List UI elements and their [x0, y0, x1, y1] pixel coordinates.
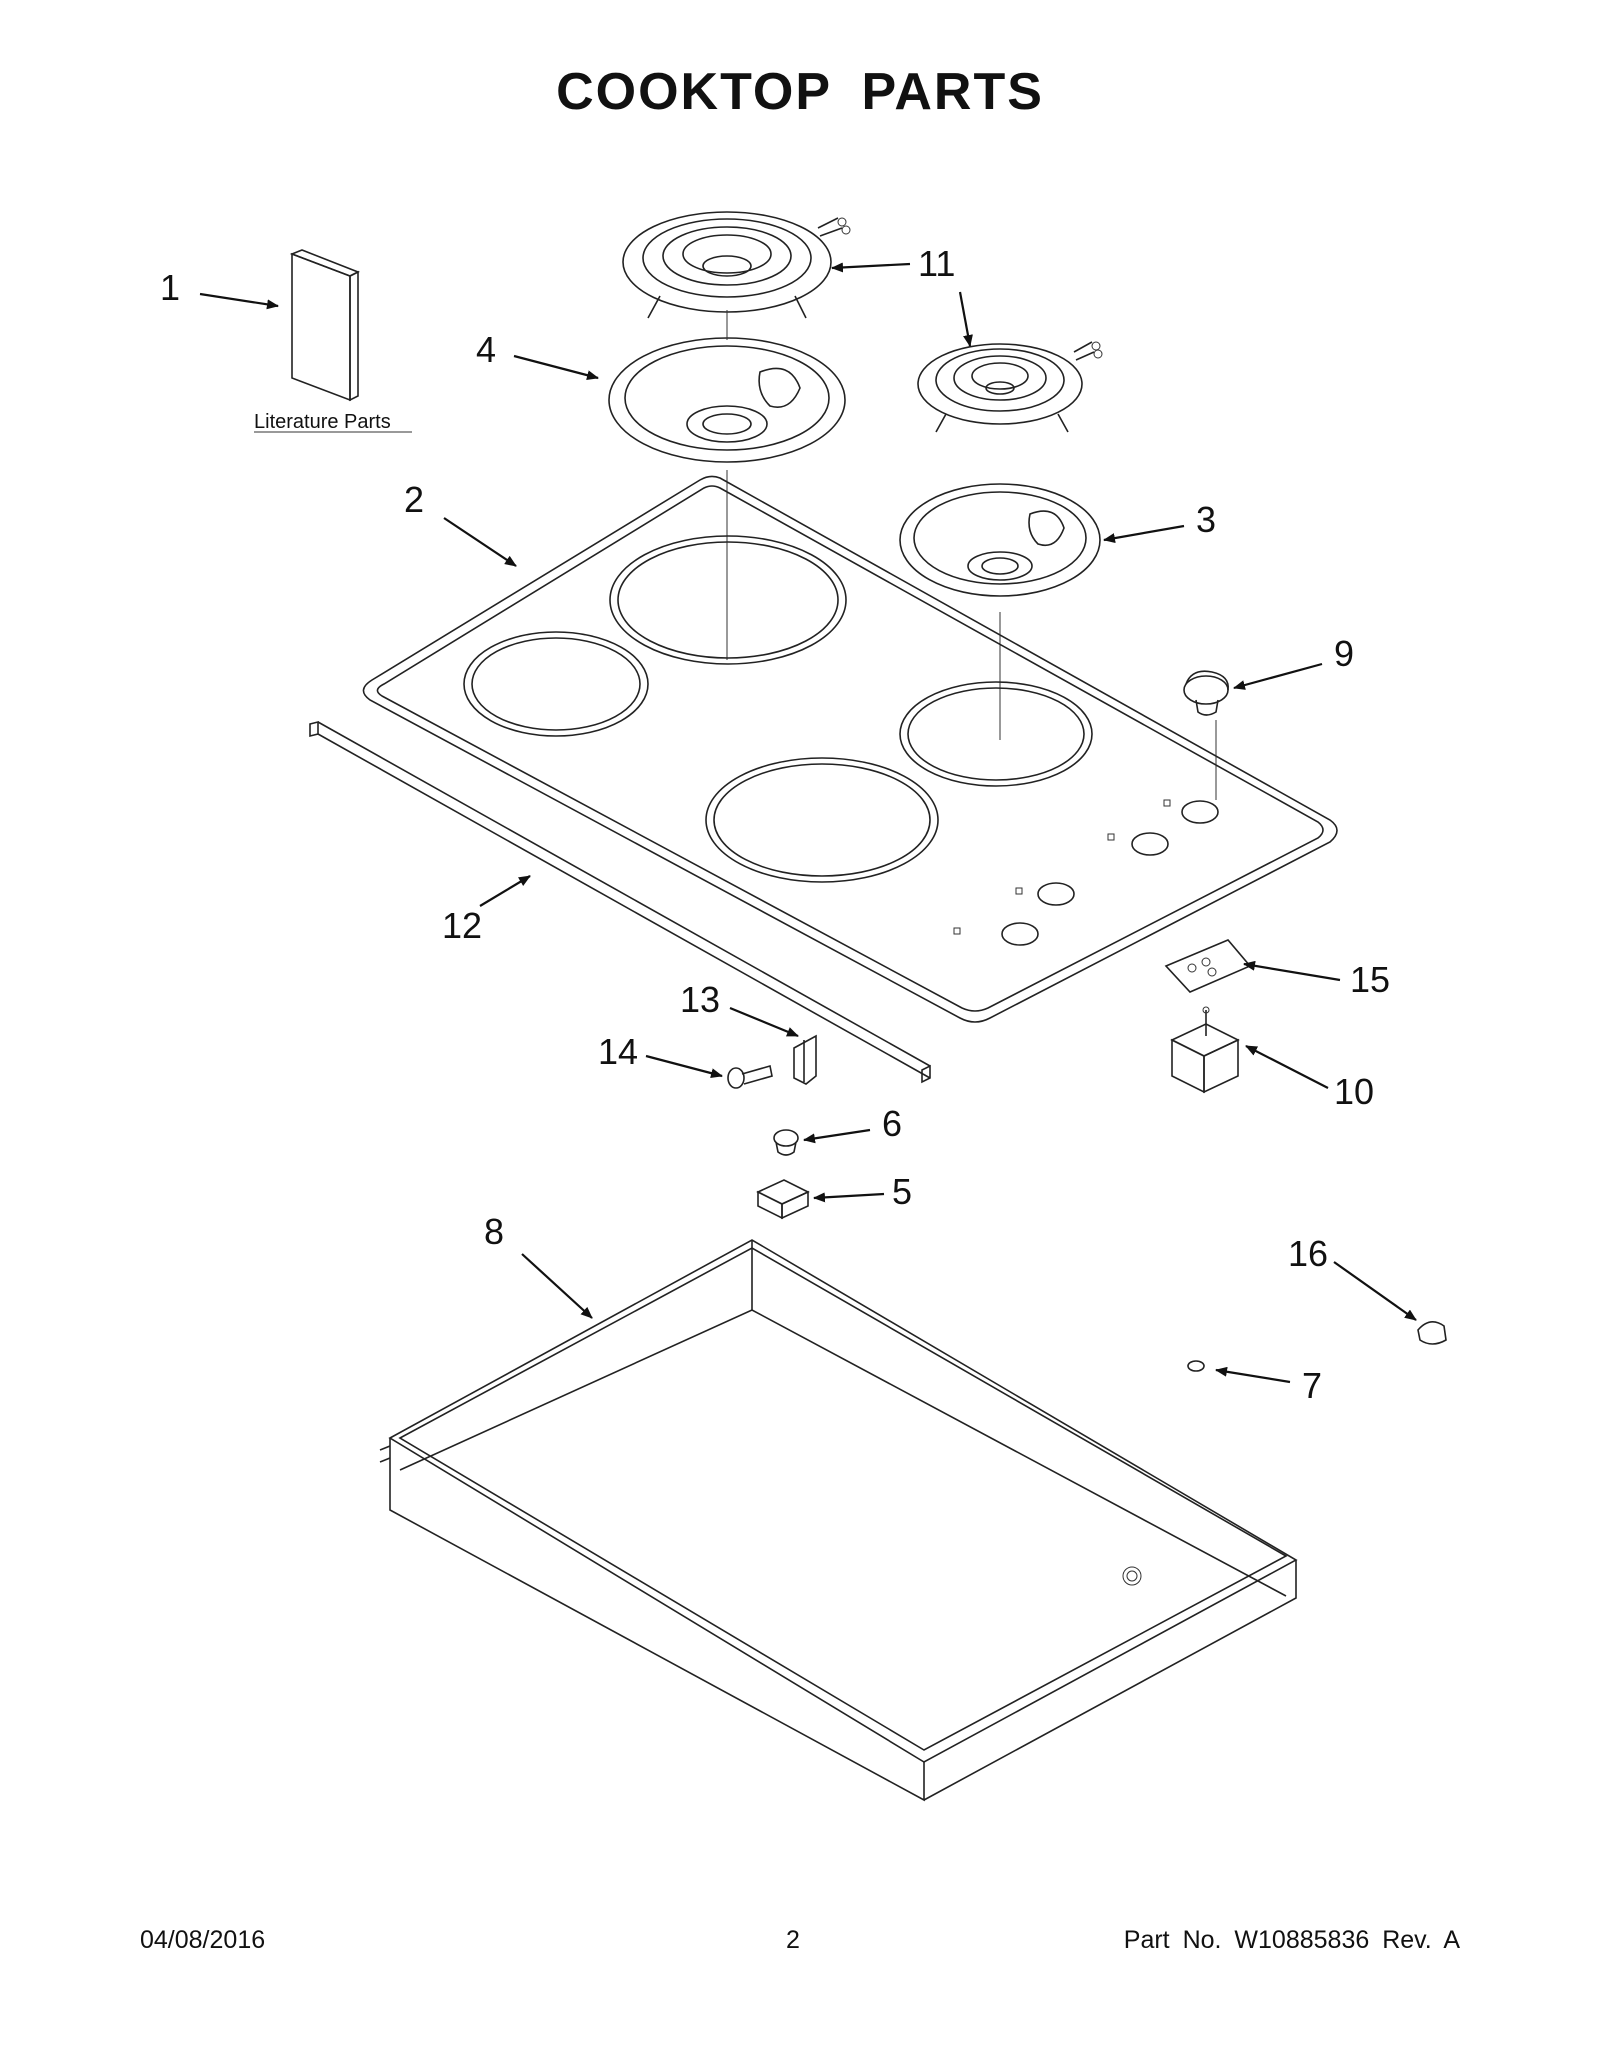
callout-10: 10: [1334, 1071, 1374, 1112]
rocker-switch: [756, 1179, 810, 1220]
callout-arrow-1: [199, 292, 279, 310]
cooktop-top: [362, 475, 1338, 1023]
callout-7: 7: [1302, 1365, 1322, 1406]
page-title: COOKTOP PARTS: [556, 63, 1044, 121]
callout-2: 2: [404, 479, 424, 520]
callout-4: 4: [476, 329, 496, 370]
wire-clip: [1417, 1321, 1447, 1345]
callout-arrow-9: [1233, 662, 1323, 690]
callout-arrow-12: [479, 875, 531, 907]
footer-date: 04/08/2016: [140, 1926, 266, 1954]
callout-arrow-11a: [831, 262, 911, 273]
large-drip-bowl: [608, 337, 846, 463]
callout-8: 8: [484, 1211, 504, 1252]
large-surface-element: [622, 211, 851, 319]
cooktop-base-box: [379, 1239, 1298, 1802]
footer-part-number: Part No. W10885836 Rev. A: [1123, 1926, 1460, 1954]
control-knob: [1183, 670, 1229, 716]
callout-arrow-14: [645, 1054, 723, 1079]
small-surface-element: [917, 341, 1103, 433]
screw: [727, 1064, 773, 1089]
callout-11: 11: [918, 243, 955, 284]
callout-arrow-15: [1243, 960, 1341, 982]
small-drip-bowl: [899, 483, 1101, 597]
footer-page-number: 2: [786, 1926, 800, 1954]
callout-arrow-11b: [958, 291, 973, 347]
literature-parts-label: Literature Parts: [254, 411, 391, 433]
callout-arrow-3: [1103, 524, 1185, 544]
callout-14: 14: [598, 1031, 638, 1072]
indicator-lens: [773, 1129, 799, 1156]
callout-arrow-16: [1333, 1261, 1417, 1321]
bracket: [793, 1034, 817, 1085]
callout-arrow-6: [803, 1128, 871, 1144]
mounting-plate: [1164, 939, 1252, 993]
callout-5: 5: [892, 1171, 912, 1212]
callout-arrow-2: [443, 517, 517, 567]
callout-12: 12: [442, 905, 482, 946]
callout-arrow-7: [1215, 1366, 1291, 1384]
side-trim-strip: [309, 720, 931, 1084]
callout-16: 16: [1288, 1233, 1328, 1274]
callout-arrow-8: [521, 1253, 593, 1319]
callout-9: 9: [1334, 633, 1354, 674]
callout-arrow-13: [729, 1006, 799, 1038]
callout-arrow-4: [513, 354, 599, 381]
callout-arrow-10: [1245, 1045, 1329, 1089]
infinite-switch: [1170, 1006, 1240, 1094]
callout-13: 13: [680, 979, 720, 1020]
callout-6: 6: [882, 1103, 902, 1144]
callout-arrow-5: [813, 1192, 885, 1203]
callout-15: 15: [1350, 959, 1390, 1000]
literature-booklet: [289, 249, 360, 402]
callout-1: 1: [160, 267, 180, 308]
callout-3: 3: [1196, 499, 1216, 540]
grommet: [1187, 1360, 1205, 1372]
